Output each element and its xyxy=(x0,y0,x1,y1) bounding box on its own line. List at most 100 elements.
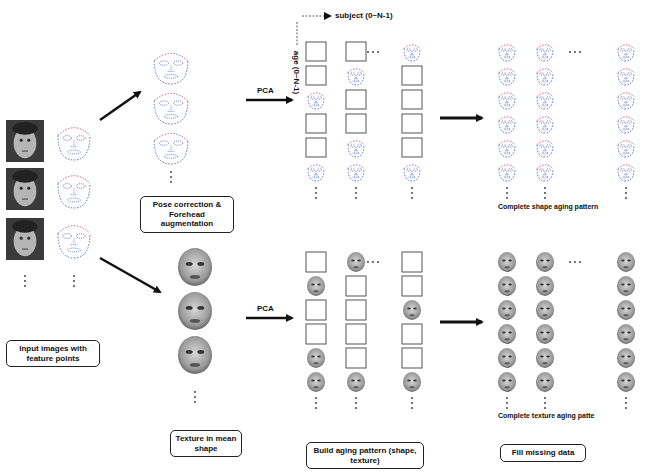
ellipsis-dot xyxy=(544,192,546,194)
nose-points xyxy=(168,65,175,71)
ellipsis-dot xyxy=(24,280,26,282)
ellipsis-dot xyxy=(625,187,627,189)
eye-points xyxy=(317,169,321,171)
texture-mouth xyxy=(623,338,628,340)
shape-face xyxy=(348,141,364,157)
forehead-points xyxy=(618,165,634,169)
nose-points xyxy=(505,147,508,150)
shape-face xyxy=(537,117,553,133)
method-label: PCA xyxy=(256,304,275,313)
eye-points xyxy=(508,73,512,75)
shape-face xyxy=(154,133,188,164)
texture-mouth xyxy=(623,386,628,388)
nose-points xyxy=(71,140,77,146)
nose-points xyxy=(624,147,627,150)
photo-eye xyxy=(20,187,23,190)
subject-axis xyxy=(302,16,330,17)
mouth-points xyxy=(504,128,510,130)
texture-face xyxy=(536,276,554,296)
mouth-points xyxy=(68,248,81,252)
ellipsis-dot xyxy=(625,407,627,409)
texture-eye xyxy=(508,283,512,285)
texture-eye xyxy=(186,262,193,266)
empty-cell xyxy=(402,252,422,272)
texture-mouth xyxy=(542,290,547,292)
flow-arrow xyxy=(440,117,482,120)
jaw-points xyxy=(499,73,515,85)
forehead-points xyxy=(537,93,553,97)
texture-face xyxy=(307,276,325,296)
shape-face xyxy=(58,128,90,160)
texture-face xyxy=(178,292,212,330)
texture-mouth xyxy=(542,386,547,388)
empty-cell xyxy=(402,276,422,296)
ellipsis-dot xyxy=(579,51,581,53)
nose-points xyxy=(168,145,175,151)
photo-frame xyxy=(6,218,44,260)
mouth-points xyxy=(623,80,629,82)
empty-cell xyxy=(346,348,366,368)
texture-face xyxy=(617,324,635,344)
eye-points xyxy=(406,169,410,171)
empty-cell xyxy=(346,90,366,109)
ellipsis-dot xyxy=(411,187,413,189)
shape-face xyxy=(308,165,324,181)
ellipsis-dot xyxy=(24,275,26,277)
eye-points xyxy=(620,145,624,147)
forehead-points xyxy=(348,165,364,169)
jaw-points xyxy=(537,169,553,181)
texture-eye xyxy=(186,306,193,310)
forehead-points xyxy=(499,45,515,49)
texture-mouth xyxy=(623,362,628,364)
ellipsis-dot xyxy=(411,407,413,409)
ellipsis-dot xyxy=(506,402,508,404)
texture-eye xyxy=(508,259,512,261)
eye-points xyxy=(357,145,361,147)
texture-skin xyxy=(617,348,635,368)
jaw-points xyxy=(537,145,553,157)
texture-eye xyxy=(540,259,544,261)
eye-points xyxy=(546,121,550,123)
shape-face xyxy=(58,176,90,208)
ellipsis-dot xyxy=(411,192,413,194)
axis-label: age (0~N-1) xyxy=(292,50,301,95)
mouth-points xyxy=(68,198,81,202)
eye-points xyxy=(501,73,505,75)
eye-points xyxy=(627,73,631,75)
texture-eye xyxy=(357,379,361,381)
eye-points xyxy=(159,141,168,145)
shape-face xyxy=(618,69,634,85)
ellipsis-dot xyxy=(315,402,317,404)
texture-eye xyxy=(502,379,506,381)
texture-eye xyxy=(627,379,631,381)
eye-points xyxy=(413,169,417,171)
texture-eye xyxy=(508,331,512,333)
texture-eye xyxy=(502,259,506,261)
texture-eye xyxy=(407,379,411,381)
empty-cell xyxy=(402,90,422,109)
photo-hair xyxy=(12,170,37,183)
texture-face xyxy=(617,300,635,320)
photo-eye xyxy=(27,139,30,142)
ellipsis-dot xyxy=(315,397,317,399)
shape-face xyxy=(499,69,515,85)
texture-skin xyxy=(536,348,554,368)
texture-face xyxy=(617,252,635,272)
mouth-points xyxy=(623,176,629,178)
ellipsis-dot xyxy=(625,397,627,399)
texture-mouth xyxy=(190,275,200,279)
ellipsis-dot xyxy=(315,197,317,199)
ellipsis-dot xyxy=(544,397,546,399)
forehead-points xyxy=(154,53,188,60)
texture-eye xyxy=(546,259,550,261)
mouth-points xyxy=(623,128,629,130)
jaw-points xyxy=(499,49,515,61)
jaw-points xyxy=(308,97,324,109)
ellipsis-dot xyxy=(24,285,26,287)
ellipsis-dot xyxy=(569,51,571,53)
nose-points xyxy=(354,171,357,174)
texture-mouth xyxy=(542,314,547,316)
texture-face xyxy=(536,372,554,392)
texture-face xyxy=(617,348,635,368)
eye-points xyxy=(539,145,543,147)
